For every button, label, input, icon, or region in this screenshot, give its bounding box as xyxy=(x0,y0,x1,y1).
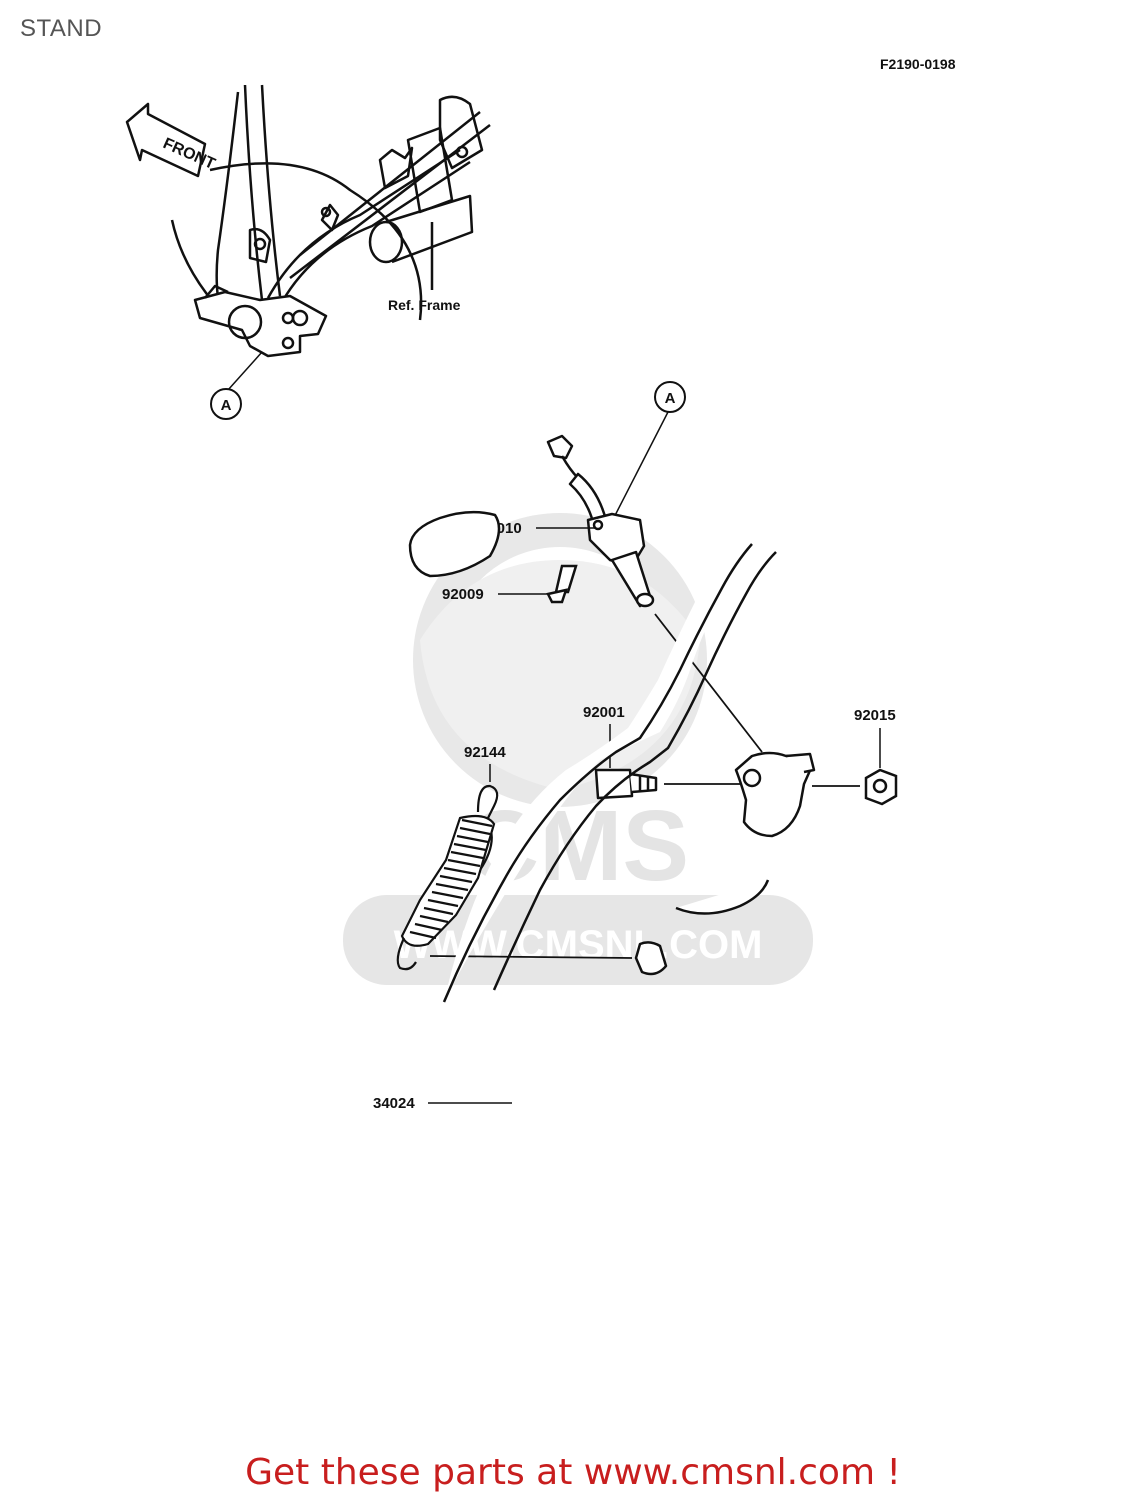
switch-alignment-line xyxy=(654,613,763,753)
frame-assembly: FRONT xyxy=(125,84,491,358)
callout-a-frame-letter: A xyxy=(221,397,232,414)
screw-label: 92009 xyxy=(442,586,548,603)
spring-coils xyxy=(409,818,493,940)
watermark: CMS WWW.CMSNL.COM xyxy=(343,513,813,985)
nut xyxy=(864,768,898,806)
return-spring xyxy=(396,784,499,971)
ref-code: F2190-0198 xyxy=(880,56,956,72)
watermark-url: WWW.CMSNL.COM xyxy=(394,923,763,967)
nut-label: 92015 xyxy=(854,707,896,768)
spring-label: 92144 xyxy=(464,744,506,782)
sidestand-switch xyxy=(546,434,655,608)
callout-a-switch-letter: A xyxy=(665,390,676,407)
ref-frame-label: Ref. Frame xyxy=(388,297,461,313)
part-number-nut: 92015 xyxy=(854,707,896,724)
part-number-bolt: 92001 xyxy=(583,704,625,721)
pivot-bolt xyxy=(594,768,658,800)
front-arrow-icon: FRONT xyxy=(125,102,218,178)
sidestand-label: 34024 xyxy=(373,1095,512,1112)
page-title: STAND xyxy=(20,15,103,42)
callout-a-switch: A xyxy=(604,381,686,536)
callout-a-frame: A xyxy=(210,351,263,420)
part-number-sidestand: 34024 xyxy=(373,1095,415,1112)
part-number-screw: 92009 xyxy=(442,586,484,603)
screw xyxy=(546,564,578,604)
sidestand xyxy=(408,490,816,1003)
part-number-spring: 92144 xyxy=(464,744,506,761)
parts-link[interactable]: Get these parts at www.cmsnl.com ! xyxy=(245,1452,901,1493)
